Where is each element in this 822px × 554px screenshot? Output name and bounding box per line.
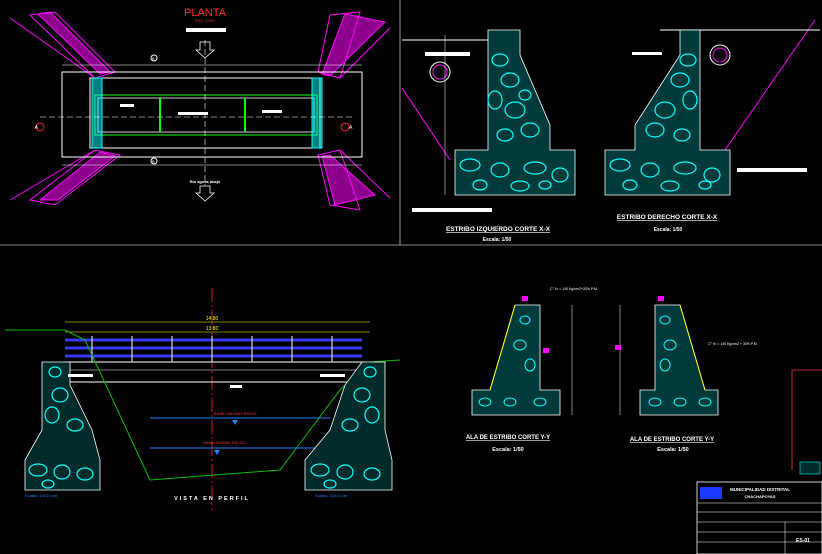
plan-cut-marker-top: B: [152, 56, 155, 61]
right-section-title: ESTRIBO DERECHO CORTE X-X: [617, 214, 718, 221]
ala-left-title: ALA DE ESTRIBO CORTE Y-Y: [466, 435, 550, 441]
plan-title: PLANTA: [184, 7, 227, 19]
title-block-entity: MUNICIPALIDAD DISTRITAL: [730, 487, 790, 492]
ala-left-note: C° f'c = 140 Kg/cm2+30% P.M.: [550, 287, 598, 291]
elevation-dim-top: 14.80: [206, 316, 219, 322]
plan-section-marker-left: A: [35, 125, 39, 131]
title-block-logo: [700, 487, 722, 499]
ala-section-left: C° f'c = 140 Kg/cm2+30% P.M. ALA DE ESTR…: [466, 287, 598, 453]
left-section-scale: Escala: 1/50: [483, 237, 512, 243]
water-level-min: NAME MINIMO RIEGO: [203, 440, 245, 445]
ala-right-title: ALA DE ESTRIBO CORTE Y-Y: [630, 437, 714, 443]
plan-scale-note: ESC 1/100: [195, 18, 215, 23]
right-section-scale: Escala: 1/50: [654, 227, 683, 233]
ala-left-scale: Escala: 1/50: [492, 447, 524, 453]
ala-right-scale: Escala: 1/50: [657, 447, 689, 453]
edge-detail: [791, 369, 822, 470]
plan-wingwalls: [9, 11, 391, 211]
water-level-max: NAME MAXIMO RIEGO: [214, 411, 257, 416]
left-abutment-section: ESTRIBO IZQUIERDO CORTE X-X Escala: 1/50: [401, 29, 576, 243]
elevation-note-right: Solado: 10x10 cm: [315, 493, 348, 498]
elevation-dim-second: 13.80: [206, 326, 219, 332]
title-block: MUNICIPALIDAD DISTRITAL CHACHAPOYAS ES-0…: [696, 481, 822, 554]
ala-right-note: C° f'c = 140 Kg/cm2 + 30% P.M.: [708, 342, 758, 346]
title-block-sheet: ES-01: [796, 538, 810, 544]
ala-section-right: C° f'c = 140 Kg/cm2 + 30% P.M. ALA DE ES…: [615, 296, 758, 453]
plan-flow-label: Río aguas abajo: [190, 179, 221, 184]
plan-section-marker-right: A: [349, 125, 353, 131]
edge-detail-block: [799, 461, 821, 475]
elevation-view: 14.80 13.80 NAME MAXIMO RIEGO NAME MINIM…: [5, 288, 401, 510]
right-abutment-section: ESTRIBO DERECHO CORTE X-X Escala: 1/50: [604, 19, 820, 233]
plan-view: PLANTA ESC 1/100 Río aguas abajo A A B B: [9, 7, 391, 211]
railing-beams: [65, 338, 362, 358]
title-block-entity-sub: CHACHAPOYAS: [745, 494, 776, 499]
elevation-title: VISTA EN PERFIL: [174, 496, 250, 502]
plan-cut-marker-bottom: B: [152, 159, 155, 164]
elevation-note-left: Solado: 10x10 cm: [25, 493, 58, 498]
left-section-title: ESTRIBO IZQUIERDO CORTE X-X: [446, 226, 551, 233]
